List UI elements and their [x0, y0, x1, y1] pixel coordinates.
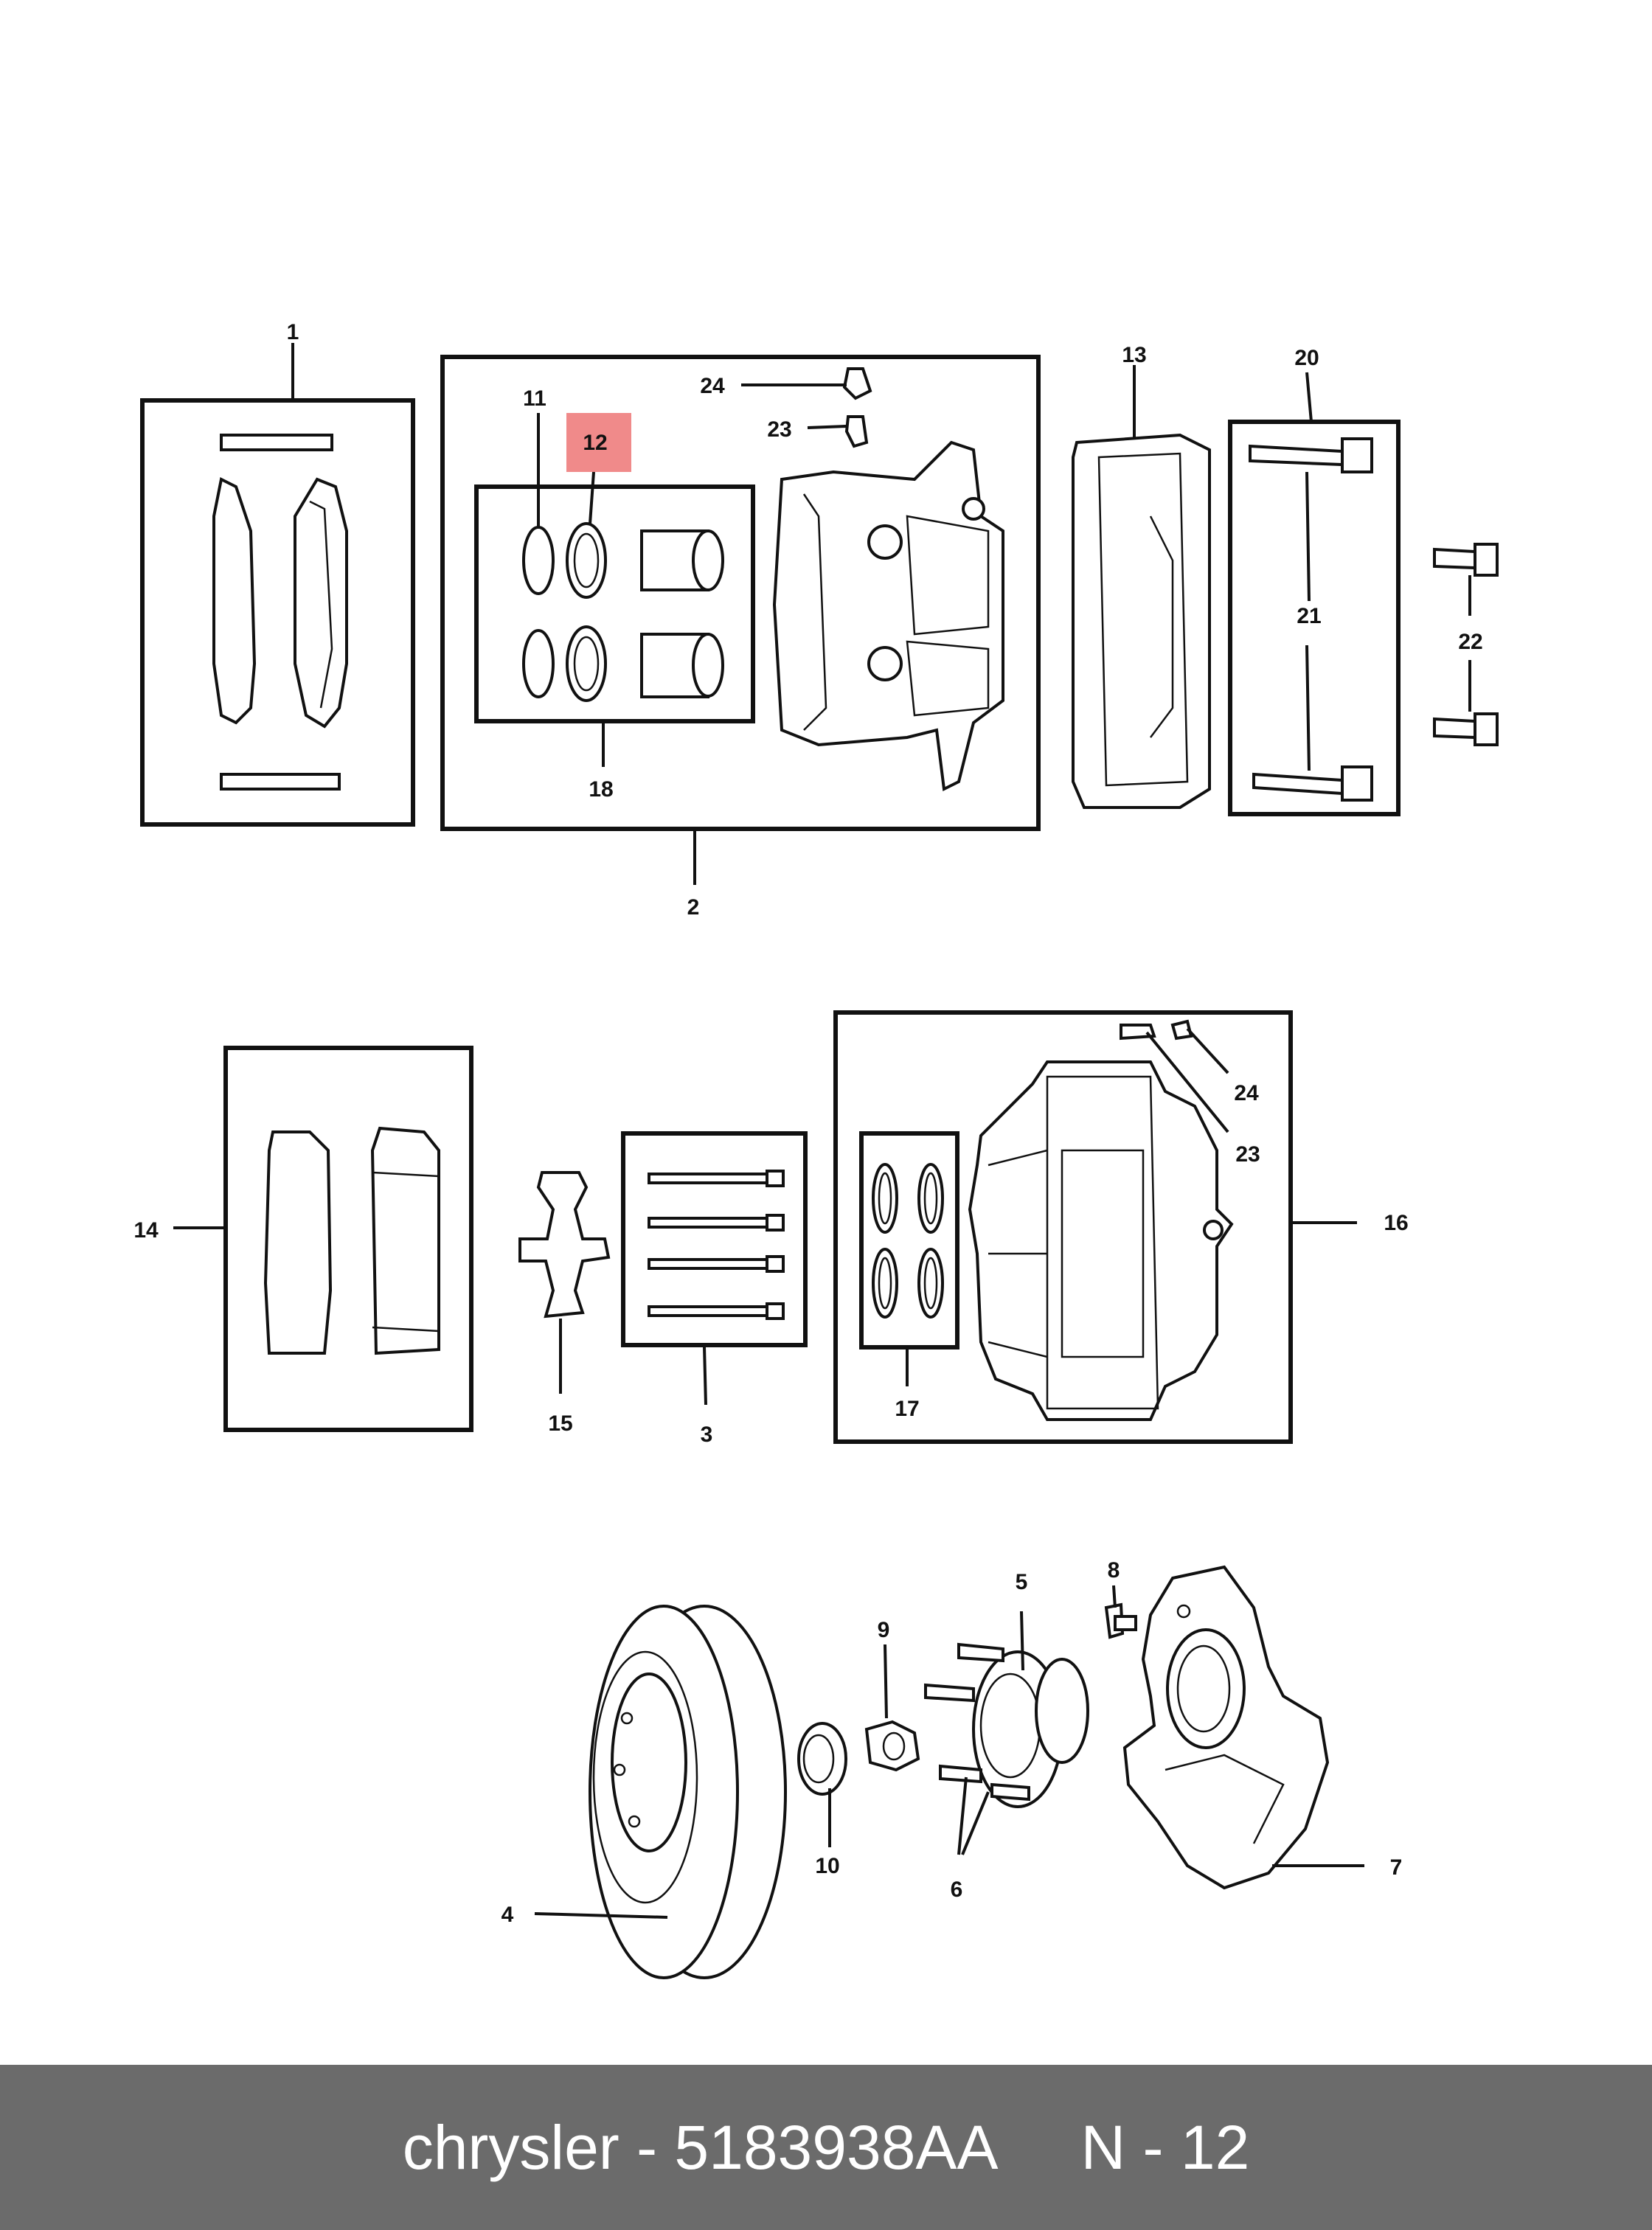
leader-6b	[961, 1791, 990, 1855]
callout-9: 9	[878, 1618, 890, 1642]
callout-18: 18	[589, 777, 613, 802]
callout-23-lower: 23	[1235, 1142, 1260, 1167]
caliper-pin-icon	[648, 1170, 785, 1320]
four-piston-caliper-icon	[968, 1060, 1234, 1421]
callout-15: 15	[548, 1411, 572, 1436]
brake-pad-pair-icon	[263, 1126, 440, 1355]
dust-shield-icon	[1122, 1565, 1330, 1890]
caliper-piston-icon	[640, 529, 724, 698]
bleeder-screw-icon	[842, 367, 872, 448]
box-2-caliper-assembly	[440, 355, 1041, 831]
callout-2: 2	[687, 895, 700, 920]
caliper-bracket-icon	[1072, 433, 1211, 809]
leader-21-bottom	[1305, 645, 1311, 771]
leader-6a	[957, 1776, 968, 1855]
part-number-caption: chrysler - 5183938AA N - 12	[402, 2112, 1250, 2182]
box-20-guide-pin-kit	[1228, 420, 1401, 816]
leader-24b	[1186, 1027, 1229, 1074]
brake-pad-pair-icon	[212, 434, 348, 791]
callout-7: 7	[1390, 1855, 1403, 1880]
leader-12	[589, 471, 595, 524]
callout-16: 16	[1384, 1211, 1408, 1235]
callout-5: 5	[1016, 1570, 1028, 1594]
callout-20: 20	[1294, 346, 1319, 370]
callout-22: 22	[1458, 630, 1482, 654]
box-18-seal-kit	[474, 484, 755, 723]
box-1-pad-kit	[140, 398, 415, 827]
callout-24-lower: 24	[1234, 1081, 1259, 1105]
callout-6: 6	[951, 1878, 963, 1902]
callout-14: 14	[133, 1218, 159, 1243]
leader-21-top	[1305, 471, 1311, 602]
callout-12: 12	[583, 431, 607, 455]
callout-17: 17	[895, 1397, 919, 1421]
piston-seal-rings-icon	[522, 522, 607, 702]
bleeder-screw-icon	[1120, 1019, 1193, 1041]
highlight-12	[566, 413, 631, 472]
callout-10: 10	[815, 1854, 839, 1878]
brake-parts-diagram: 1 2 3 4 5 6 7 8 9 10 11 12 13 14 15 16 1…	[133, 320, 1499, 1979]
leader-23a	[807, 425, 847, 429]
leader-20	[1305, 372, 1313, 423]
callout-13: 13	[1122, 343, 1146, 367]
dust-cap-icon	[797, 1722, 847, 1796]
leader-5	[1020, 1611, 1024, 1671]
wheel-hub-bearing-icon	[924, 1642, 1089, 1808]
brake-rotor-icon	[589, 1605, 787, 1979]
mounting-bolt-icon	[1433, 543, 1499, 746]
anti-rattle-clip-icon	[518, 1171, 611, 1319]
bolt-icon	[1104, 1602, 1137, 1639]
guide-pin-icon	[1249, 437, 1373, 802]
leader-9	[884, 1644, 888, 1719]
leader-8	[1112, 1585, 1117, 1608]
callout-4: 4	[502, 1903, 514, 1927]
leader-3	[703, 1346, 707, 1406]
caliper-body-icon	[772, 440, 1004, 792]
callout-3: 3	[701, 1423, 713, 1447]
box-17-seal-kit	[859, 1131, 959, 1350]
seal-rings-icon	[872, 1163, 944, 1319]
box-3-pin-kit	[621, 1131, 808, 1347]
leader-23b	[1145, 1031, 1229, 1133]
box-14-pad-set	[223, 1046, 473, 1432]
callout-8: 8	[1108, 1558, 1120, 1583]
leader-4	[534, 1912, 668, 1919]
callout-1: 1	[287, 320, 299, 344]
callout-11: 11	[523, 386, 546, 411]
callout-24-upper: 24	[700, 374, 725, 398]
hub-nut-icon	[864, 1720, 920, 1772]
box-16-caliper-assembly	[833, 1010, 1293, 1444]
callout-21: 21	[1297, 604, 1321, 628]
footer-bar: chrysler - 5183938AA N - 12	[0, 2065, 1652, 2230]
callout-23-upper: 23	[767, 417, 791, 442]
